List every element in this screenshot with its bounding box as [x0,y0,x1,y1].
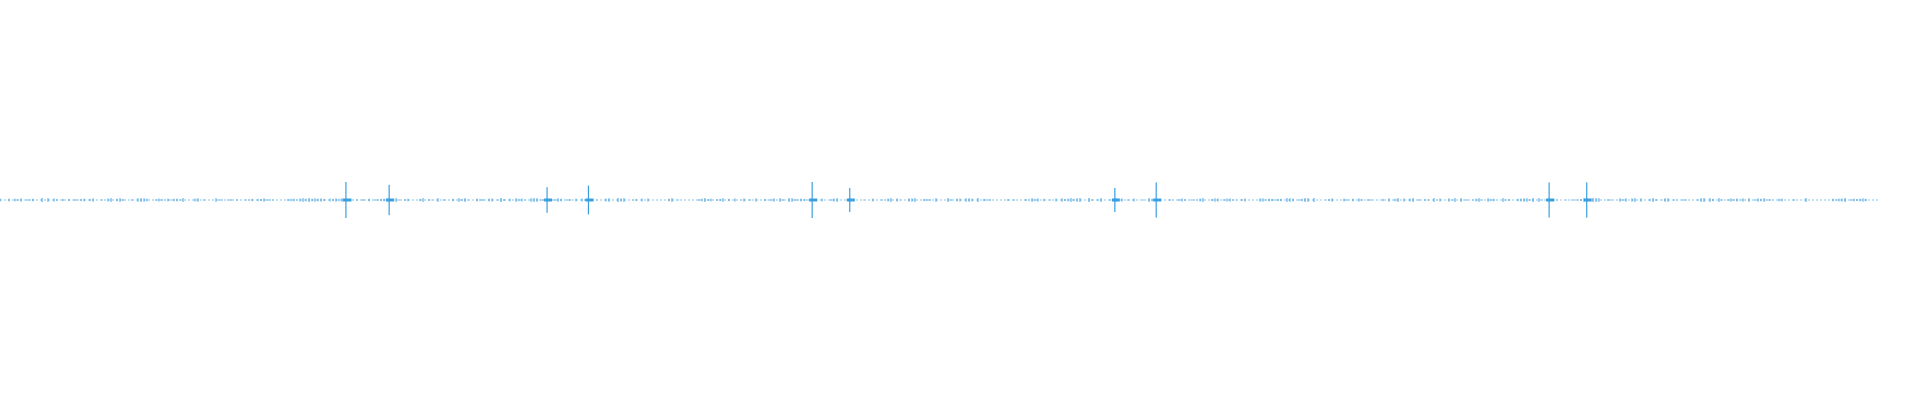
waveform-spike-burst-5-1 [1546,198,1555,202]
waveform-spike-burst-5-2 [1583,198,1592,202]
waveform-spike-burst-3-1 [809,198,818,202]
waveform-spike-burst-2-1 [544,198,553,202]
waveform-spike-burst-3-2 [846,198,855,202]
waveform-spikes [342,182,1592,218]
waveform-spike-burst-4-1 [1111,198,1120,202]
waveform-spike-burst-2-2 [585,198,594,202]
waveform-spike-burst-1-2 [386,198,395,202]
waveform-spike-burst-1-1 [342,198,351,202]
waveform-spike-burst-4-2 [1153,198,1162,202]
waveform-noise [0,198,1867,202]
